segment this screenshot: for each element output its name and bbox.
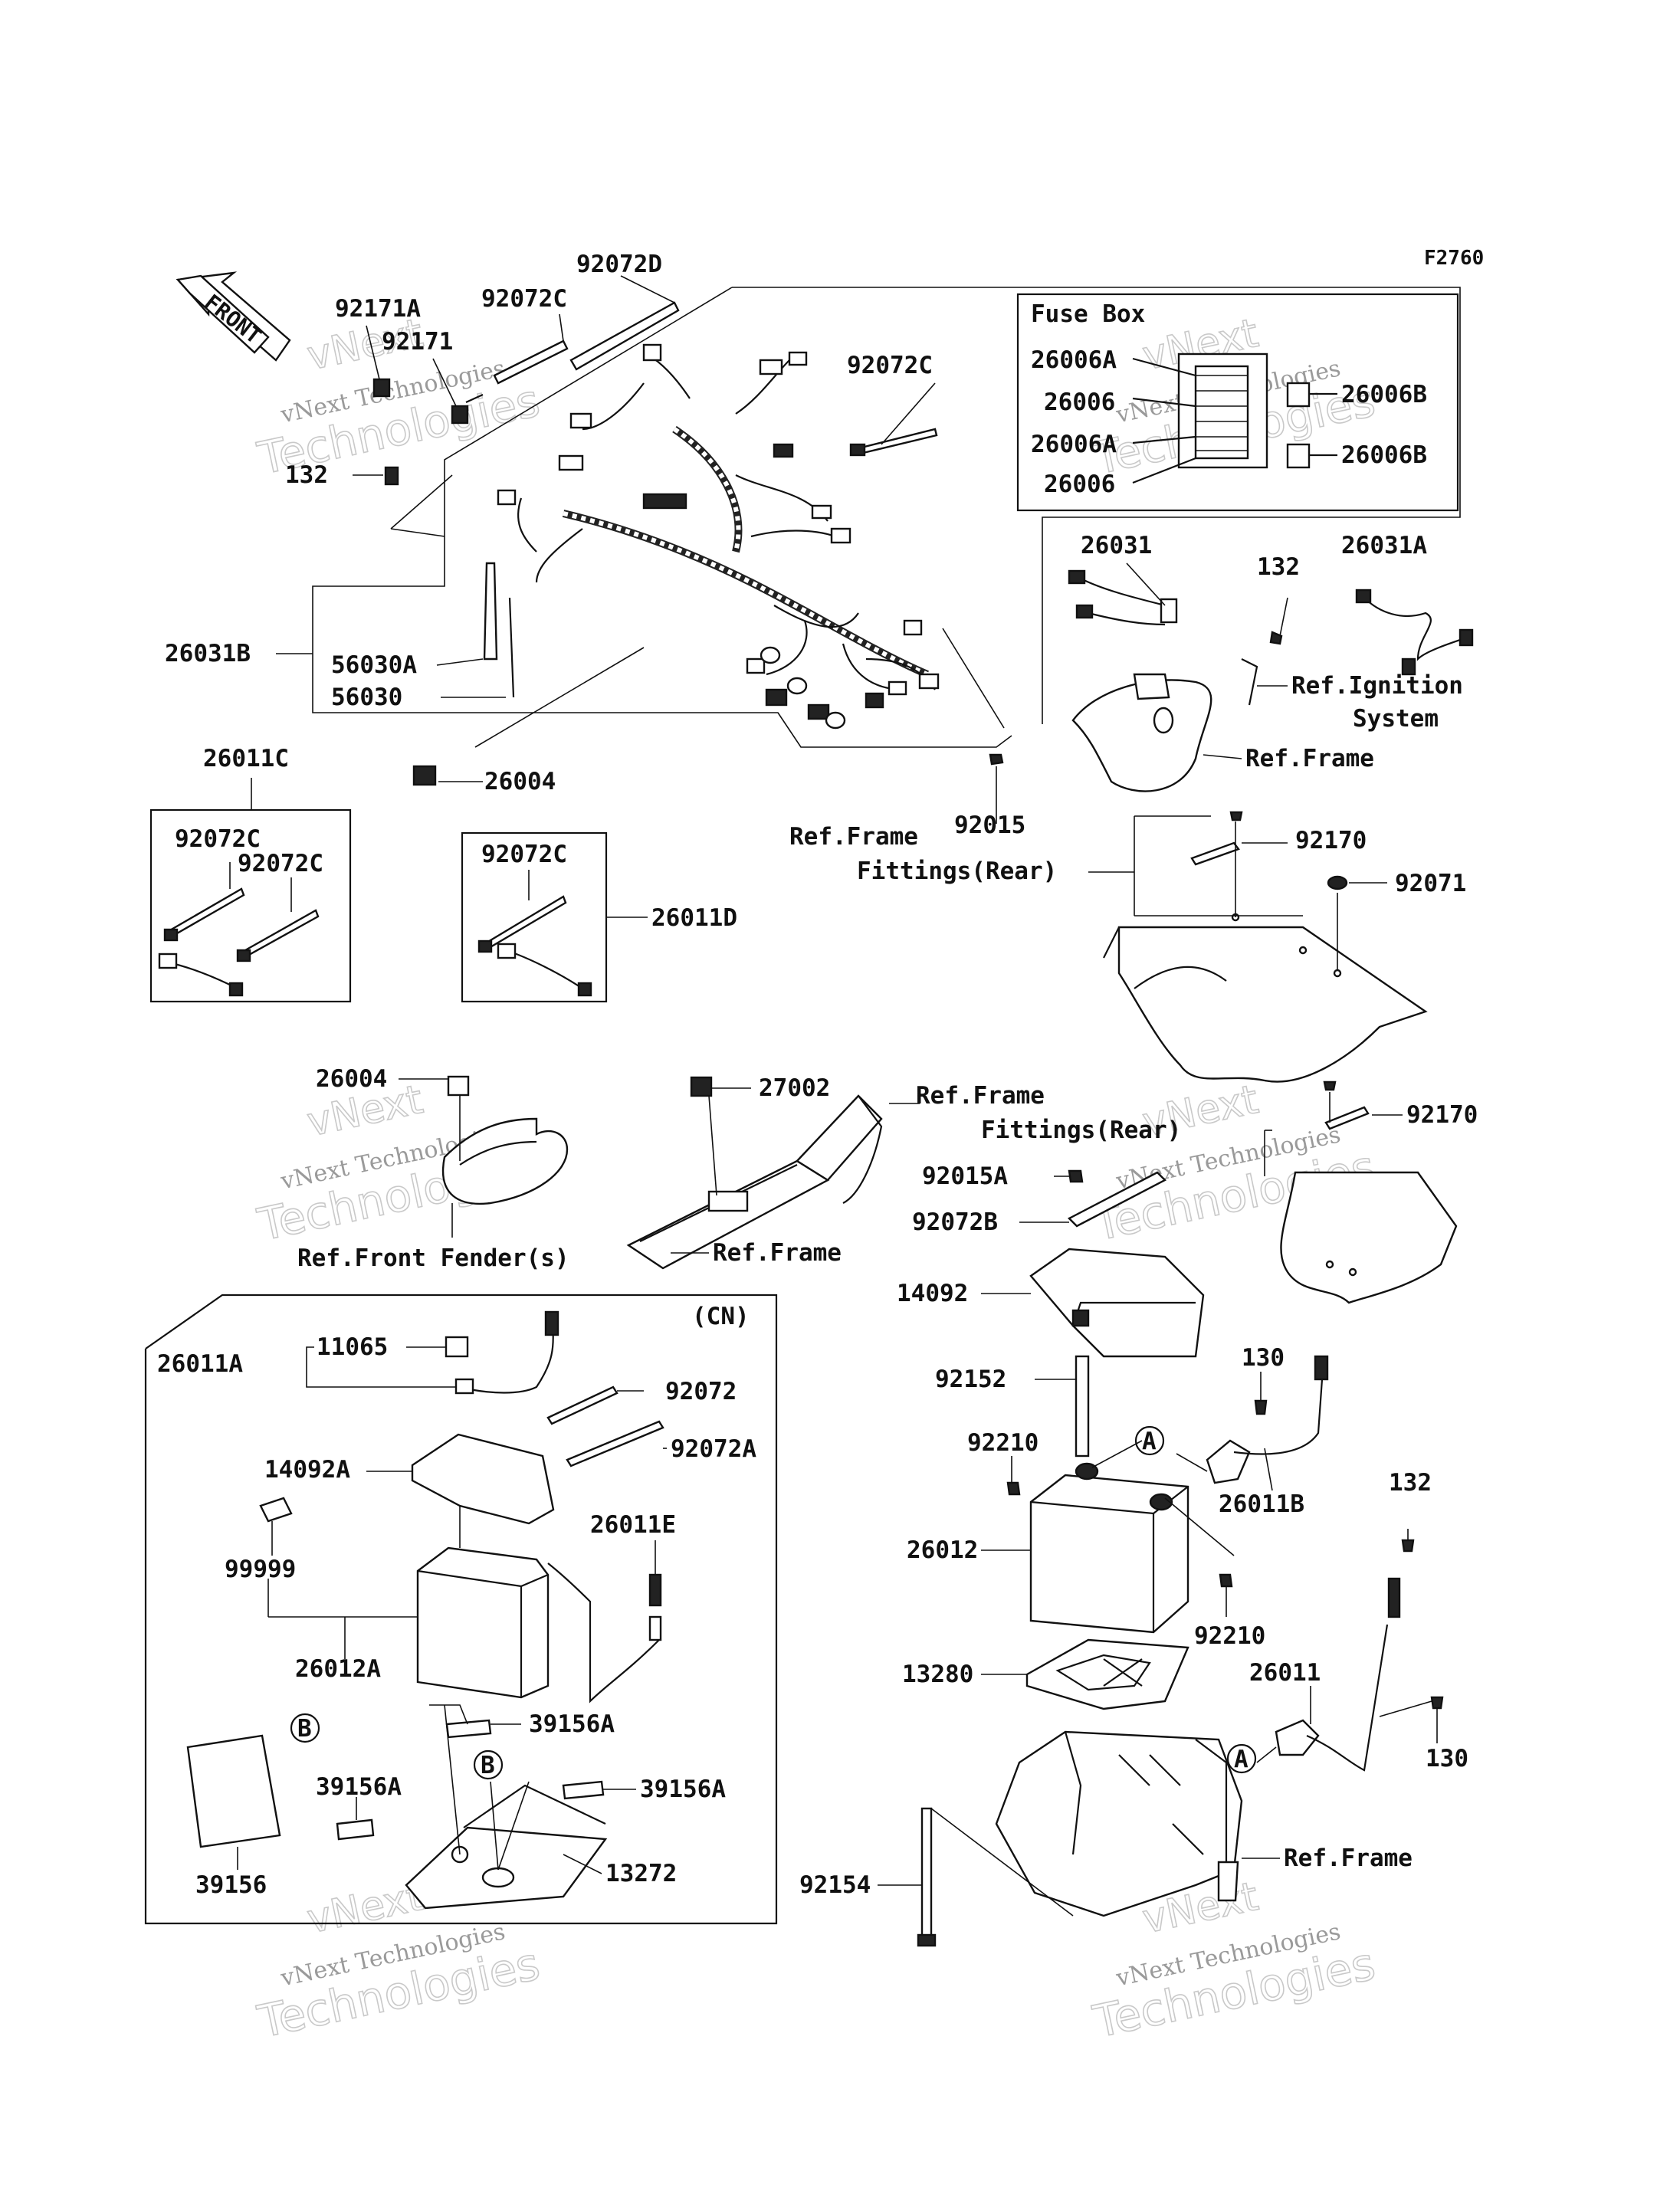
callout-92072C: 92072C [238, 850, 323, 877]
ref-ignition-system: System [1353, 705, 1439, 733]
ref-frame: Ref.Frame [713, 1239, 842, 1267]
ref-frame: Ref.Frame [1284, 1844, 1413, 1872]
marker-B: B [297, 1715, 312, 1743]
callout-92072: 92072 [665, 1378, 737, 1405]
callout-92072C: 92072C [175, 825, 261, 853]
callout-39156: 39156 [195, 1871, 267, 1899]
callout-26011D: 26011D [651, 904, 737, 932]
bracket-26011A [306, 1346, 456, 1388]
cn-box: (CN) [144, 1294, 778, 1925]
label-26006: 26006 [1044, 389, 1115, 416]
ref-frame-fittings-rear: Fittings(Rear) [857, 857, 1057, 885]
callout-92210: 92210 [967, 1429, 1039, 1457]
leader-lines-fittings-upper [1242, 842, 1387, 884]
battery-assembly-right [878, 1169, 1444, 1947]
label-26006: 26006 [1044, 471, 1115, 498]
callout-92072C: 92072C [481, 841, 567, 868]
callout-11065: 11065 [317, 1333, 388, 1361]
label-26006A: 26006A [1031, 431, 1117, 458]
right-upper-parts [1068, 569, 1474, 792]
callout-26004: 26004 [484, 768, 556, 795]
callout-26004: 26004 [316, 1065, 387, 1093]
callout-56030: 56030 [331, 684, 402, 711]
callout-26012: 26012 [907, 1536, 978, 1564]
wiring-harness [497, 343, 940, 730]
callout-92171A: 92171A [335, 295, 421, 323]
callout-92152: 92152 [935, 1366, 1006, 1393]
callout-130: 130 [1426, 1745, 1468, 1772]
callout-26011: 26011 [1249, 1659, 1321, 1687]
fuse-box-title: Fuse Box [1031, 300, 1145, 328]
callout-26011E: 26011E [590, 1511, 676, 1539]
callout-132: 132 [1257, 553, 1300, 581]
top-small-parts [372, 301, 938, 786]
callout-92072C: 92072C [481, 285, 567, 313]
figure-code: F2760 [1424, 247, 1484, 270]
leader-lines-upper-right [996, 562, 1288, 824]
callout-92071: 92071 [1395, 870, 1466, 897]
front-arrow-icon: FRONT [176, 271, 291, 362]
main-harness-outline [312, 287, 1461, 748]
callout-92154: 92154 [799, 1871, 871, 1899]
ref-frame: Ref.Frame [1245, 745, 1374, 772]
frame-fittings-upper [1088, 811, 1428, 1083]
callout-labels: 92072D 92072C 92171A 92171 92072C 132 26… [157, 251, 1478, 1899]
marker-A: A [1142, 1428, 1157, 1455]
callout-26031B: 26031B [165, 640, 251, 667]
callout-13280: 13280 [902, 1661, 973, 1688]
ref-frame-fittings-rear: Ref.Frame [916, 1082, 1045, 1110]
leader-lines-top [276, 275, 936, 782]
label-26006B: 26006B [1341, 381, 1427, 408]
callout-39156A: 39156A [640, 1776, 726, 1803]
callout-99999: 99999 [225, 1556, 296, 1583]
callout-92072B: 92072B [912, 1208, 998, 1236]
ref-frame-fittings-rear: Fittings(Rear) [981, 1117, 1181, 1144]
frame-rail [626, 1076, 920, 1270]
label-26006B: 26006B [1341, 441, 1427, 469]
callout-26012A: 26012A [295, 1655, 381, 1683]
ref-frame-fittings-rear: Ref.Frame [789, 823, 918, 851]
callout-27002: 27002 [759, 1074, 830, 1102]
marker-A: A [1234, 1746, 1249, 1773]
callout-92072C: 92072C [847, 352, 933, 379]
callout-92015A: 92015A [922, 1162, 1008, 1190]
callout-26031: 26031 [1081, 532, 1152, 559]
front-fender [399, 1075, 569, 1238]
box-26011D [461, 831, 648, 1003]
nut-92015 [989, 753, 1004, 766]
marker-B: B [481, 1752, 495, 1779]
cn-label: (CN) [692, 1303, 750, 1330]
callout-14092A: 14092A [264, 1456, 350, 1484]
reference-labels: Ref.Ignition System Ref.Frame Ref.Frame … [297, 672, 1463, 1872]
callout-92072A: 92072A [671, 1435, 756, 1463]
frame-fittings-lower [1264, 1080, 1458, 1304]
callout-14092: 14092 [897, 1280, 968, 1307]
callout-132: 132 [285, 461, 328, 489]
callout-39156A: 39156A [529, 1710, 615, 1738]
fuse-box-inset: Fuse Box 26006A 26006 26006A 26006 26006… [1016, 293, 1459, 512]
callout-13272: 13272 [605, 1860, 677, 1887]
callout-130: 130 [1242, 1344, 1285, 1372]
callout-92170: 92170 [1295, 827, 1367, 854]
callout-56030A: 56030A [331, 651, 417, 679]
ref-front-fender: Ref.Front Fender(s) [297, 1244, 569, 1272]
callout-92015: 92015 [954, 812, 1025, 839]
callout-132: 132 [1389, 1469, 1432, 1497]
callout-92210: 92210 [1194, 1622, 1265, 1650]
label-26006A: 26006A [1031, 346, 1117, 374]
callout-92072D: 92072D [576, 251, 662, 278]
callout-39156A: 39156A [316, 1773, 402, 1801]
callout-26011C: 26011C [203, 745, 289, 772]
callout-92171: 92171 [382, 328, 453, 356]
callout-92170: 92170 [1406, 1101, 1478, 1129]
ref-ignition-system: Ref.Ignition [1291, 672, 1463, 700]
box-26011C [149, 778, 352, 1003]
callout-26011B: 26011B [1219, 1490, 1304, 1518]
callout-26011A: 26011A [157, 1350, 243, 1378]
callout-26031A: 26031A [1341, 532, 1427, 559]
circle-markers [290, 1425, 1257, 1780]
